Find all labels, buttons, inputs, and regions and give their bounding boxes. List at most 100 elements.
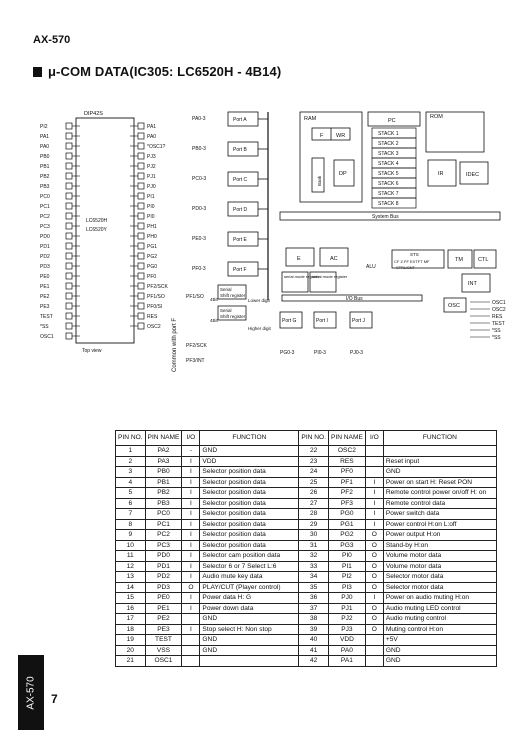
table-cell: GND <box>199 613 300 625</box>
table-cell: TEST <box>144 634 183 646</box>
header-io-2: I/O <box>364 430 384 446</box>
svg-text:Higher digit: Higher digit <box>248 326 272 331</box>
table-cell: 36 <box>298 592 329 604</box>
table-cell: Selector position data <box>199 508 300 520</box>
port-line-label: PA0-3 <box>192 116 206 122</box>
table-cell: 18 <box>115 623 146 635</box>
right-pin-label: PJ3 <box>147 154 156 160</box>
table-cell: Audio mute key data <box>199 571 300 583</box>
table-cell: PA3 <box>144 455 183 467</box>
table-cell: PF2 <box>327 487 366 499</box>
table-cell <box>364 655 384 667</box>
table-cell: I <box>181 476 201 488</box>
header-pin-name: PIN NAME <box>144 430 183 446</box>
svg-text:Shift register: Shift register <box>220 314 246 319</box>
port-line-label: PC0-3 <box>192 176 206 182</box>
pin-box <box>65 232 73 240</box>
table-cell: O <box>364 550 384 562</box>
table-cell: Selector cam position data <box>199 550 300 562</box>
right-pin-label: PF2/SCK <box>147 284 169 290</box>
package-label: DIP42S <box>84 111 103 117</box>
side-tab: AX-570 <box>18 655 44 730</box>
pin-box <box>137 142 145 150</box>
stack-label: STACK 1 <box>378 131 399 137</box>
left-pin-label: PD1 <box>40 244 50 250</box>
side-tab-label: AX-570 <box>25 675 37 710</box>
table-cell: I <box>181 550 201 562</box>
table-cell: Remote control data <box>382 497 497 509</box>
table-cell: 4 <box>115 476 146 488</box>
table-cell: Volume motor data <box>382 560 497 572</box>
table-cell: PD1 <box>144 560 183 572</box>
port-block-label: Port C <box>233 177 248 183</box>
table-cell: PJ3 <box>327 623 366 635</box>
table-cell: 6 <box>115 497 146 509</box>
left-pin-label: PC3 <box>40 224 50 230</box>
table-cell: 39 <box>298 623 329 635</box>
table-cell: O <box>181 581 201 593</box>
table-cell: 13 <box>115 571 146 583</box>
right-pin-label: PG1 <box>147 244 157 250</box>
table-cell: GND <box>199 634 300 646</box>
pin-box <box>65 252 73 260</box>
table-cell: Stop select H: Non stop <box>199 623 300 635</box>
table-cell: PC2 <box>144 529 183 541</box>
table-cell: 33 <box>298 560 329 572</box>
table-cell: 40 <box>298 634 329 646</box>
left-pin-label: PA0 <box>40 144 49 150</box>
pin-box <box>65 212 73 220</box>
table-cell: I <box>181 497 201 509</box>
table-cell: 7 <box>115 508 146 520</box>
table-cell: 35 <box>298 581 329 593</box>
right-pin-label: PI0 <box>147 204 155 210</box>
table-cell: VDD <box>199 455 300 467</box>
table-cell: I <box>181 518 201 530</box>
pin-box <box>137 282 145 290</box>
pin-box <box>137 132 145 140</box>
osc-label: OSC <box>448 303 460 309</box>
left-pin-label: PE1 <box>40 284 50 290</box>
table-cell: 5 <box>115 487 146 499</box>
table-cell: I <box>364 476 384 488</box>
table-cell <box>181 634 201 646</box>
pin-box <box>137 122 145 130</box>
table-cell: GND <box>382 644 497 656</box>
io-bus-label: I/O Bus <box>346 296 363 302</box>
table-cell: O <box>364 602 384 614</box>
port-block-label: Port F <box>233 267 247 273</box>
table-cell: 15 <box>115 592 146 604</box>
port-block-label: Port A <box>233 117 247 123</box>
table-cell: PE0 <box>144 592 183 604</box>
table-cell: 2 <box>115 455 146 467</box>
signal-label: *SS <box>492 335 501 341</box>
table-cell: Selector position data <box>199 539 300 551</box>
tm-label: TM <box>455 257 463 263</box>
table-cell: PB3 <box>144 497 183 509</box>
svg-text:Serial: Serial <box>220 287 232 292</box>
left-pin-label: PA1 <box>40 134 49 140</box>
table-cell: O <box>364 613 384 625</box>
table-cell: PC1 <box>144 518 183 530</box>
dp-label: DP <box>339 171 347 177</box>
table-cell: PLAY/CUT (Player control) <box>199 581 300 593</box>
table-cell: Power on audio muting H:on <box>382 592 497 604</box>
table-cell: PD3 <box>144 581 183 593</box>
table-cell: Selector position data <box>199 529 300 541</box>
left-pin-label: PD0 <box>40 234 50 240</box>
serial-mode-register-2: serial mode register <box>312 274 348 279</box>
right-pin-label: PG2 <box>147 254 157 260</box>
table-cell: Selector position data <box>199 476 300 488</box>
stack-label: STACK 6 <box>378 181 399 187</box>
table-cell: Power output H:on <box>382 529 497 541</box>
table-cell: Volume motor data <box>382 550 497 562</box>
chip-label-2: LC6520Y <box>86 227 108 233</box>
table-cell: OSC2 <box>327 445 366 457</box>
table-cell <box>364 644 384 656</box>
ctl-label: CTL <box>478 257 488 263</box>
